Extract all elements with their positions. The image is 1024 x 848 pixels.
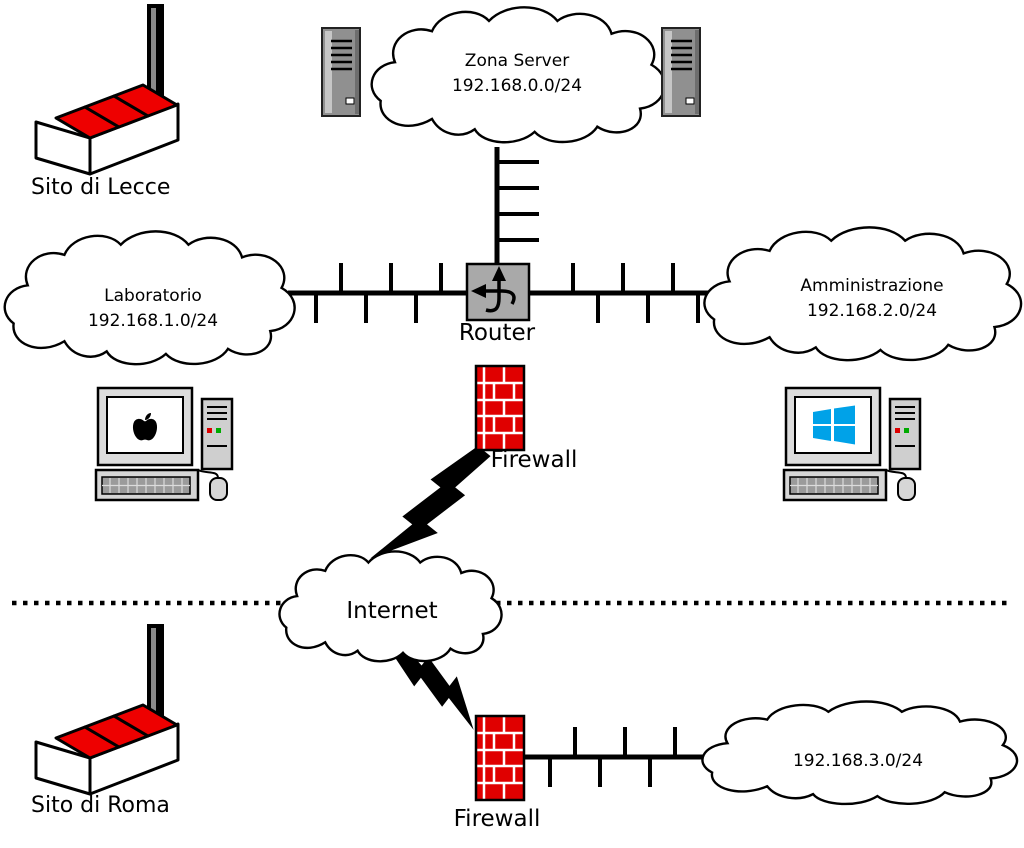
factory-lecce-icon (34, 2, 180, 176)
firewall-lecce-icon (474, 364, 526, 452)
windows-tower (888, 397, 922, 471)
roma-lan-cloud: 192.168.3.0/24 (700, 699, 1019, 806)
amministrazione-subnet: 192.168.2.0/24 (807, 301, 937, 321)
site-roma-label: Sito di Roma (31, 793, 170, 818)
laboratorio-subnet: 192.168.1.0/24 (88, 311, 218, 331)
amministrazione-name: Amministrazione (800, 276, 943, 296)
firewall-lecce-label: Firewall (491, 447, 578, 473)
amministrazione-cloud: Amministrazione 192.168.2.0/24 (702, 225, 1023, 363)
windows-screen (794, 396, 872, 454)
roma-lan-bus (522, 727, 710, 787)
laboratorio-name: Laboratorio (104, 286, 202, 306)
windows-workstation-icon (782, 386, 922, 502)
router-label: Router (459, 320, 536, 346)
router-arrows (471, 266, 516, 313)
server-tower-left-icon (320, 26, 362, 118)
mac-mouse-icon (209, 477, 228, 501)
mac-mouse-cable (197, 469, 219, 479)
internet-cloud: Internet (278, 550, 503, 663)
zona-server-subnet: 192.168.0.0/24 (452, 76, 582, 96)
laboratorio-cloud: Laboratorio 192.168.1.0/24 (3, 229, 297, 366)
main-lan-bus-ticks (314, 263, 700, 323)
mac-workstation-icon (94, 386, 234, 502)
factory-roma-icon (34, 622, 180, 796)
firewall-roma-label: Firewall (454, 806, 541, 832)
server-zone-bus-ticks (497, 160, 539, 242)
zona-server-cloud: Zona Server 192.168.0.0/24 (369, 5, 667, 144)
server-zone-bus (494, 147, 539, 266)
windows-mouse-cable (885, 469, 907, 479)
wan-link-bolt-bottom (390, 638, 474, 730)
roma-lan-bus-ticks (548, 727, 677, 787)
windows-logo-icon (813, 405, 855, 445)
firewall-roma-icon (474, 714, 526, 802)
mac-tower (200, 397, 234, 471)
roma-lan-subnet: 192.168.3.0/24 (793, 751, 923, 771)
windows-mouse-icon (897, 477, 916, 501)
site-lecce-label: Sito di Lecce (31, 175, 170, 200)
router-icon (465, 262, 531, 322)
wan-link-bolt-top (370, 446, 491, 559)
zona-server-name: Zona Server (465, 51, 569, 71)
internet-label: Internet (346, 598, 437, 624)
apple-logo-icon (132, 413, 158, 441)
server-tower-right-icon (660, 26, 702, 118)
